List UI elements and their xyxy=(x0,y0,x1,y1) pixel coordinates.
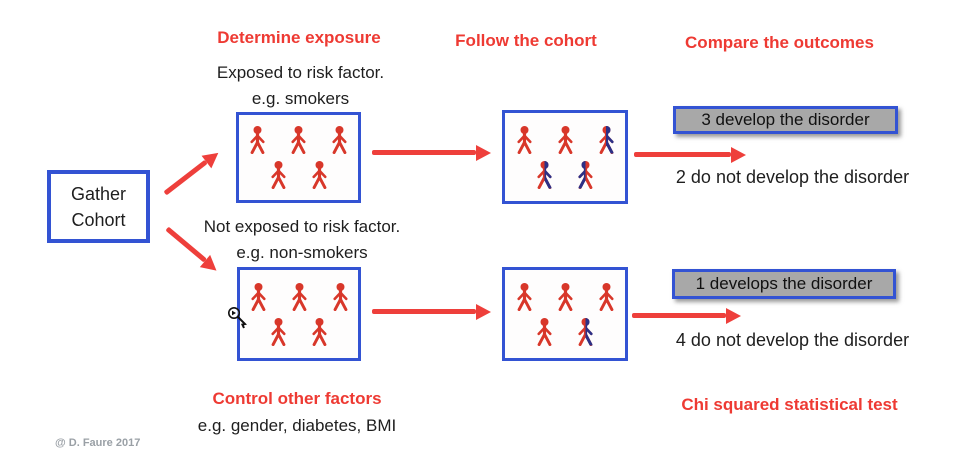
figure-row xyxy=(269,161,329,190)
disorder-half-overlay xyxy=(576,160,586,189)
person-half-disorder-icon xyxy=(576,160,595,189)
figure-row xyxy=(515,125,616,154)
person-icon xyxy=(290,282,309,311)
outcome-text-exposed: 2 do not develop the disorder xyxy=(675,167,910,187)
person-icon xyxy=(310,317,329,346)
person-icon xyxy=(269,161,288,190)
disorder-half-overlay xyxy=(544,160,555,189)
person-icon xyxy=(535,317,554,346)
outcome-box-exposed: 3 develop the disorder xyxy=(673,106,898,134)
gather-cohort-line2: Cohort xyxy=(71,209,126,230)
exposed-cohort-start-box xyxy=(236,112,361,203)
unexposed-cohort-start-box xyxy=(237,267,361,361)
figure-row xyxy=(269,317,329,346)
person-icon xyxy=(330,126,349,155)
person-icon xyxy=(249,282,268,311)
person-icon xyxy=(556,125,575,154)
figure-row xyxy=(535,160,595,189)
person-icon xyxy=(269,317,288,346)
header-determine-exposure: Determine exposure xyxy=(217,28,381,47)
person-half-disorder-icon xyxy=(535,160,555,189)
disorder-half-overlay xyxy=(606,125,616,154)
figure-row xyxy=(535,317,596,346)
person-half-disorder-icon xyxy=(597,125,616,154)
header-compare-the-outcomes: Compare the outcomes xyxy=(685,33,874,52)
person-icon xyxy=(310,161,329,190)
outcome-box-unexposed: 1 develops the disorder xyxy=(672,269,896,299)
label-eg-non-smokers: e.g. non-smokers xyxy=(236,243,368,262)
arrow-right-exposed-outcome-icon xyxy=(634,152,731,157)
label-control-other-factors: Control other factors xyxy=(212,389,382,408)
person-icon xyxy=(556,282,575,311)
label-not-exposed-risk-factor: Not exposed to risk factor. xyxy=(203,217,401,236)
person-icon xyxy=(515,282,534,311)
person-icon xyxy=(289,126,308,155)
outcome-box-unexposed-label: 1 develops the disorder xyxy=(695,274,873,293)
header-follow-the-cohort: Follow the cohort xyxy=(455,31,597,50)
label-eg-smokers: e.g. smokers xyxy=(251,89,350,108)
gather-cohort-box: Gather Cohort xyxy=(47,170,150,243)
label-chi-squared-test: Chi squared statistical test xyxy=(681,395,898,414)
outcome-text-unexposed: 4 do not develop the disorder xyxy=(675,330,910,350)
person-icon xyxy=(597,282,616,311)
arrow-right-unexposed-outcome-icon xyxy=(632,313,726,318)
arrow-right-exposed-icon xyxy=(372,150,476,155)
magnifier-zoom-cursor-icon xyxy=(225,303,249,334)
arrow-up-right-icon xyxy=(163,159,208,196)
gather-cohort-line1: Gather xyxy=(70,183,127,204)
person-icon xyxy=(515,125,534,154)
label-control-examples: e.g. gender, diabetes, BMI xyxy=(197,416,397,435)
figure-row xyxy=(248,126,349,155)
label-exposed-risk-factor: Exposed to risk factor. xyxy=(216,63,385,82)
watermark-credit: @ D. Faure 2017 xyxy=(55,437,141,449)
person-icon xyxy=(248,126,267,155)
figure-row xyxy=(249,282,350,311)
arrow-right-unexposed-icon xyxy=(372,309,476,314)
person-half-disorder-icon xyxy=(576,317,596,346)
disorder-half-overlay xyxy=(585,317,596,346)
exposed-cohort-followed-box xyxy=(502,110,628,204)
outcome-box-exposed-label: 3 develop the disorder xyxy=(701,110,870,129)
person-icon xyxy=(331,282,350,311)
unexposed-cohort-followed-box xyxy=(502,267,628,361)
figure-row xyxy=(515,282,616,311)
